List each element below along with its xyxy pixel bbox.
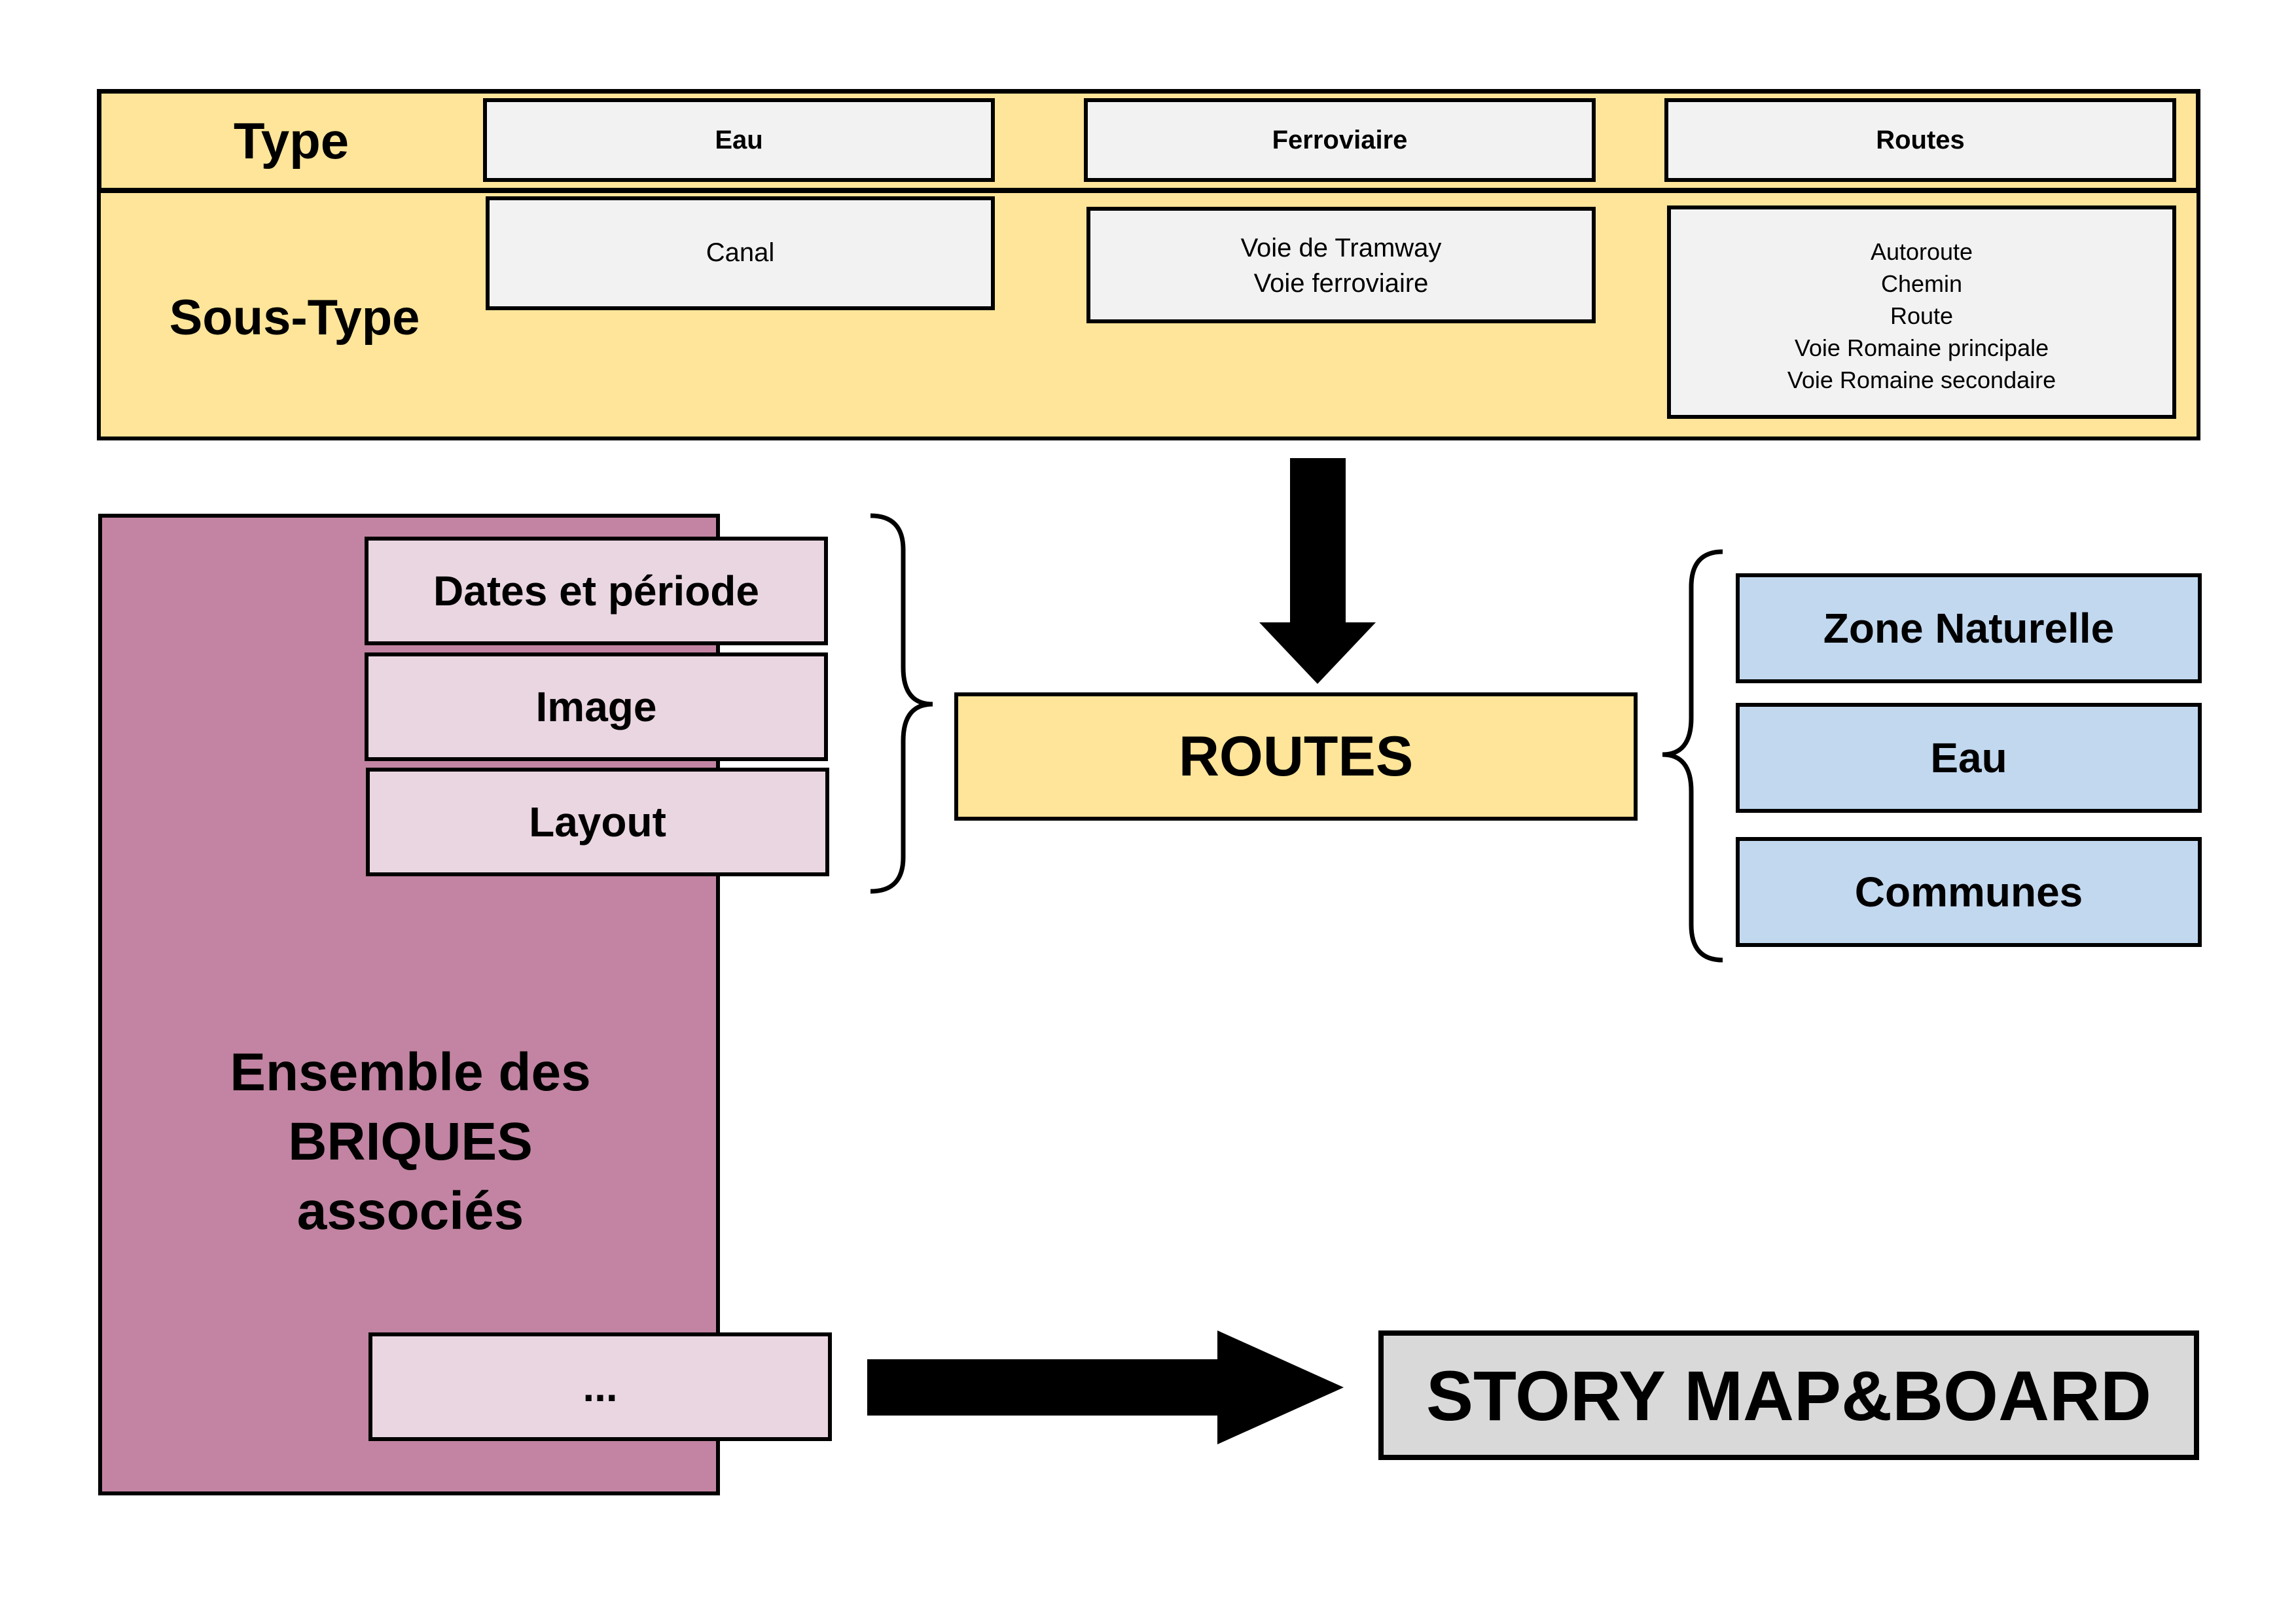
type-cell-eau: Eau [483,98,995,182]
brique-image: Image [365,652,828,761]
layer-communes: Communes [1736,837,2202,947]
right-brace-icon [1662,549,1723,963]
type-cell-ferroviaire: Ferroviaire [1084,98,1596,182]
briques-title: Ensemble des BRIQUES associés [230,1043,591,1241]
type-cell-routes: Routes [1664,98,2176,182]
type-label: Type [233,111,350,169]
routes-center-box: ROUTES [954,692,1638,821]
subtype-label: Sous-Type [169,289,420,346]
subtype-cell-routes: Autoroute Chemin Route Voie Romaine prin… [1667,205,2176,419]
subtype-item: Voie de Tramway [1240,234,1442,262]
left-brace-icon [870,513,933,894]
brique-dates: Dates et période [365,537,828,645]
brique-more: ... [368,1332,832,1441]
subtype-cell-ferroviaire: Voie de Tramway Voie ferroviaire [1086,207,1596,323]
down-arrow-icon [1259,458,1376,684]
subtype-item: Voie Romaine secondaire [1787,366,2056,393]
subtype-item: Voie ferroviaire [1253,269,1429,298]
subtype-item: Voie Romaine principale [1794,334,2049,361]
right-arrow-icon [867,1330,1344,1444]
layer-eau: Eau [1736,703,2202,813]
subtype-cell-eau: Canal [486,196,995,310]
layer-zone-naturelle: Zone Naturelle [1736,573,2202,683]
subtype-item: Chemin [1880,270,1963,297]
subtype-item: Canal [706,238,775,267]
brique-layout: Layout [366,768,829,876]
story-map-board-box: STORY MAP&BOARD [1378,1330,2199,1460]
subtype-item: Route [1890,302,1954,329]
subtype-item: Autoroute [1870,238,1973,265]
